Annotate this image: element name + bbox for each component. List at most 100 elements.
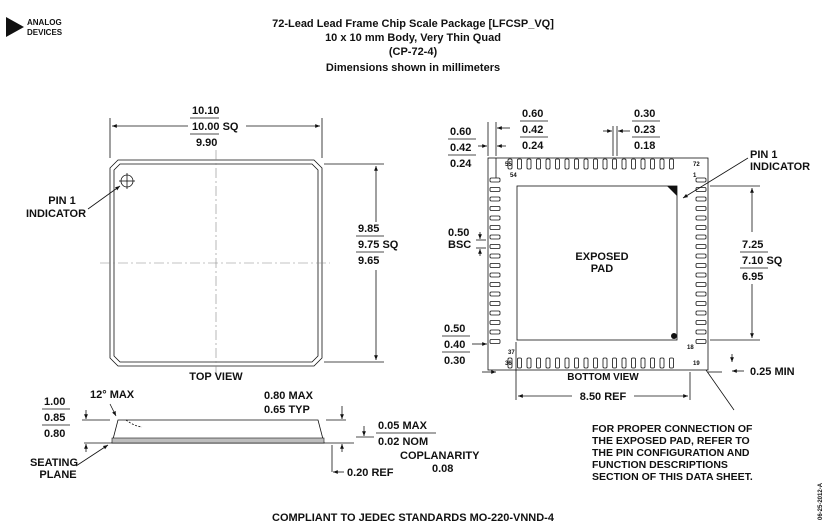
lead-right [695, 272, 707, 278]
angle-value: 12° MAX [90, 389, 135, 401]
lead-left [489, 177, 501, 183]
coplanarity-value: 0.08 [432, 463, 453, 475]
note-leader [705, 369, 735, 411]
lead-bottom [517, 357, 522, 369]
lead-bottom [564, 357, 570, 369]
lead-top [659, 158, 665, 170]
top-view-body-outer [109, 159, 323, 367]
lead-right [695, 263, 707, 268]
pin-number-36: 36 [505, 361, 512, 367]
pin-number-19: 19 [693, 361, 700, 367]
lead-right [695, 244, 707, 249]
seating-leader [75, 444, 109, 467]
pin-number-18: 18 [687, 345, 694, 351]
pad-size-min: 6.95 [742, 271, 763, 283]
side-view: 12° MAX 1.00 0.85 0.80 0.80 MAX 0.65 TYP… [30, 389, 480, 481]
lead-right [695, 206, 707, 211]
package-title: 72-Lead Lead Frame Chip Scale Package [L… [272, 18, 554, 30]
lead-bottom [574, 357, 579, 369]
lead-bottom [526, 357, 532, 369]
lead-top [555, 158, 560, 170]
pin-number-55: 55 [505, 162, 512, 168]
bottom-view-outline [487, 157, 709, 371]
note-line-5: SECTION OF THIS DATA SHEET. [592, 471, 753, 483]
top-view-label: TOP VIEW [189, 371, 243, 383]
lead-top [593, 158, 598, 170]
coplanarity-label: COPLANARITY [400, 450, 480, 462]
top-width-max: 10.10 [192, 105, 220, 117]
lead-right [695, 301, 707, 306]
top-lead-min: 0.24 [522, 140, 544, 152]
angle-arrow [109, 403, 117, 417]
lead-top [640, 158, 646, 170]
lead-top [612, 158, 617, 170]
lead-bottom [536, 357, 541, 369]
lead-left [489, 329, 501, 335]
lead-left [489, 187, 501, 192]
thickness-typ: 0.65 TYP [264, 404, 310, 416]
lead-right [695, 215, 707, 221]
lead-width-max: 0.30 [634, 108, 655, 120]
lead-bottom [640, 357, 646, 369]
pitch-value: 0.50 [448, 227, 469, 239]
top-height-nom: 9.75 SQ [358, 239, 399, 251]
lead-left [489, 291, 501, 297]
exposed-pad [516, 185, 678, 341]
lead-left [489, 282, 501, 287]
pin-number-1: 1 [693, 173, 697, 179]
lead-top [564, 158, 570, 170]
lead-bottom [612, 357, 617, 369]
lead-bottom [593, 357, 598, 369]
thickness-max: 0.80 MAX [264, 390, 314, 402]
pad-label-2: PAD [591, 263, 613, 275]
logo-line-2: DEVICES [27, 28, 63, 37]
lead-left [489, 215, 501, 221]
lead-top [669, 158, 674, 170]
top-view: PIN 1 INDICATOR 10.10 10.00 SQ 9.90 9.85… [26, 105, 399, 383]
pad-size-nom: 7.10 SQ [742, 255, 783, 267]
lead-top [650, 158, 655, 170]
note-line-1: FOR PROPER CONNECTION OF [592, 423, 753, 435]
top-pin1-label-2: INDICATOR [26, 208, 86, 220]
lead-left [489, 253, 501, 259]
pin-number-54: 54 [510, 173, 517, 179]
connection-note: FOR PROPER CONNECTION OF THE EXPOSED PAD… [592, 423, 753, 483]
side-view-leadframe [111, 437, 325, 444]
top-width-min: 9.90 [196, 137, 217, 149]
lead-right [695, 196, 707, 202]
lead-bottom [507, 357, 513, 369]
min-gap-value: 0.25 MIN [750, 366, 795, 378]
header: 72-Lead Lead Frame Chip Scale Package [L… [272, 18, 554, 74]
lead-top [621, 158, 627, 170]
lead-length-nom: 0.40 [444, 339, 465, 351]
top-height-min: 9.65 [358, 255, 379, 267]
top-pin1-leader [87, 185, 121, 210]
lead-right [695, 320, 707, 325]
lead-right [695, 329, 707, 335]
bottom-view-label: BOTTOM VIEW [567, 372, 639, 383]
lead-left [489, 263, 501, 268]
lead-right [695, 177, 707, 183]
lead-right [695, 234, 707, 240]
side-height-min: 0.80 [44, 428, 65, 440]
analog-devices-logo: ANALOG DEVICES [6, 17, 63, 37]
lead-bottom [669, 357, 674, 369]
lead-bottom [650, 357, 655, 369]
lead-left [489, 310, 501, 316]
lead-top [583, 158, 589, 170]
mold-angle-arc [125, 419, 143, 428]
note-line-3: THE PIN CONFIGURATION AND [592, 447, 750, 459]
lead-top [536, 158, 541, 170]
lead-top [526, 158, 532, 170]
bottom-pin1-label-1: PIN 1 [750, 149, 778, 161]
side-height-nom: 0.85 [44, 412, 65, 424]
lead-left [489, 244, 501, 249]
lead-bottom [621, 357, 627, 369]
lead-top [507, 158, 513, 170]
pad-size-max: 7.25 [742, 239, 763, 251]
bottom-view-leads [489, 158, 707, 369]
lead-bottom [659, 357, 665, 369]
lead-left [489, 320, 501, 325]
pitch-ref: BSC [448, 239, 471, 251]
